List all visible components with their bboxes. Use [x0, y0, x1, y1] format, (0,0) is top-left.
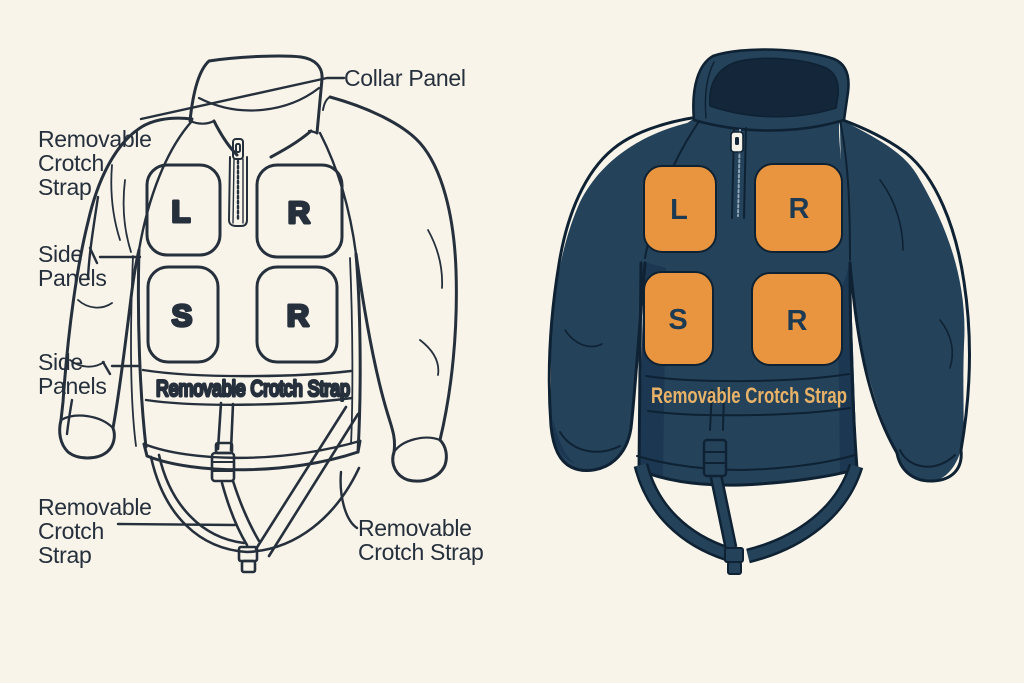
- waist-band-colored: [645, 373, 851, 431]
- strap-end-tab: [237, 545, 259, 563]
- callout-line: Side: [38, 241, 83, 267]
- band-label-left: Removable Crotch Strap: [156, 376, 350, 401]
- leader-side-lower: [65, 360, 142, 436]
- callout-line: Crotch Strap: [358, 539, 484, 565]
- callout-line: Removable: [38, 494, 152, 520]
- callout-crotch-strap-bottom-right: Removable Crotch Strap: [358, 516, 484, 564]
- right-sleeve-folds: [419, 229, 443, 376]
- crotch-strap-harness: [149, 401, 361, 574]
- leader-side-upper: [88, 246, 142, 265]
- colored-contours: [547, 115, 971, 487]
- panel-letter-S-colored: S: [668, 304, 687, 336]
- panel-bottom-left: [146, 265, 220, 364]
- side-seam-right: [349, 257, 354, 445]
- callout-line: Removable: [38, 126, 152, 152]
- heat-panels: [643, 163, 843, 366]
- colored-left-sleeve: [550, 120, 700, 471]
- zipper-pull: [232, 138, 244, 160]
- callout-line: Collar Panel: [344, 65, 466, 91]
- line-art-jacket: L R S R Removable Crotch Strap: [58, 54, 458, 574]
- zipper-colored: [730, 127, 747, 219]
- right-cuff-top-line: [392, 436, 442, 454]
- callout-crotch-strap-top-left: Removable Crotch Strap: [38, 127, 152, 199]
- panel-letter-S: S: [172, 298, 193, 333]
- panel-letter-R2: R: [287, 298, 309, 333]
- left-raglan-seam: [137, 119, 194, 252]
- skirt-curve: [149, 455, 361, 554]
- side-seam-left: [130, 255, 137, 447]
- panel-orange-top-right: [754, 163, 843, 253]
- callout-line: Strap: [38, 174, 92, 200]
- collar-colored: [692, 48, 850, 132]
- panel-letter-R2-colored: R: [787, 305, 808, 337]
- callout-line: Panels: [38, 265, 107, 291]
- callout-side-panels-lower: Side Panels: [38, 350, 107, 398]
- leader-crotch-bottom-right: [339, 470, 359, 530]
- right-cuff: [391, 438, 448, 483]
- panel-letter-L-colored: L: [670, 194, 688, 226]
- body-left-edge: [136, 248, 148, 449]
- chest-panels: [145, 163, 344, 364]
- panel-bottom-right: [255, 265, 339, 364]
- band-label-right: Removable Crotch Strap: [651, 383, 847, 408]
- panel-top-right: [255, 163, 344, 259]
- left-cuff: [58, 418, 116, 460]
- waist-band: [141, 368, 354, 406]
- left-sleeve-outline: [59, 116, 194, 422]
- callout-line: Removable: [358, 515, 472, 541]
- panel-orange-bottom-left: [643, 271, 714, 366]
- callout-line: Panels: [38, 373, 107, 399]
- panel-letter-L: L: [172, 194, 191, 229]
- panel-letter-R1-colored: R: [789, 193, 810, 225]
- strap-end-tab-colored: [724, 547, 744, 563]
- leader-crotch-bottom-left: [116, 522, 237, 527]
- leader-lines: [65, 76, 359, 530]
- callout-line: Side: [38, 349, 83, 375]
- callout-collar-panel: Collar Panel: [344, 66, 466, 90]
- left-sleeve-folds: [69, 164, 132, 368]
- hem-top-line: [142, 439, 362, 460]
- leader-collar-panel: [139, 76, 346, 121]
- colored-jacket: L R S R Removable Crotch Strap: [547, 48, 971, 575]
- zipper: [228, 138, 248, 227]
- callout-crotch-strap-bottom-left: Removable Crotch Strap: [38, 495, 152, 567]
- right-sleeve-outline: [328, 95, 458, 442]
- colored-right-sleeve: [840, 119, 965, 482]
- right-sleeve-inner: [354, 252, 396, 454]
- line-art-body-fill: [59, 56, 457, 482]
- panel-orange-bottom-right: [751, 272, 843, 366]
- callout-line: Strap: [38, 542, 92, 568]
- panel-top-left: [145, 163, 222, 257]
- leader-crotch-top: [86, 195, 100, 280]
- left-cuff-top-line: [59, 414, 115, 430]
- collar-opening: [709, 57, 839, 118]
- callout-line: Crotch: [38, 150, 104, 176]
- panel-orange-top-left: [643, 165, 717, 253]
- callout-side-panels-upper: Side Panels: [38, 242, 107, 290]
- strap-buckle-colored: [702, 438, 728, 478]
- callout-line: Crotch: [38, 518, 104, 544]
- strap-buckle: [210, 451, 236, 483]
- panel-letter-R1: R: [288, 195, 310, 230]
- diagonal-strap: [254, 405, 360, 558]
- crotch-strap-harness-colored: [633, 438, 864, 575]
